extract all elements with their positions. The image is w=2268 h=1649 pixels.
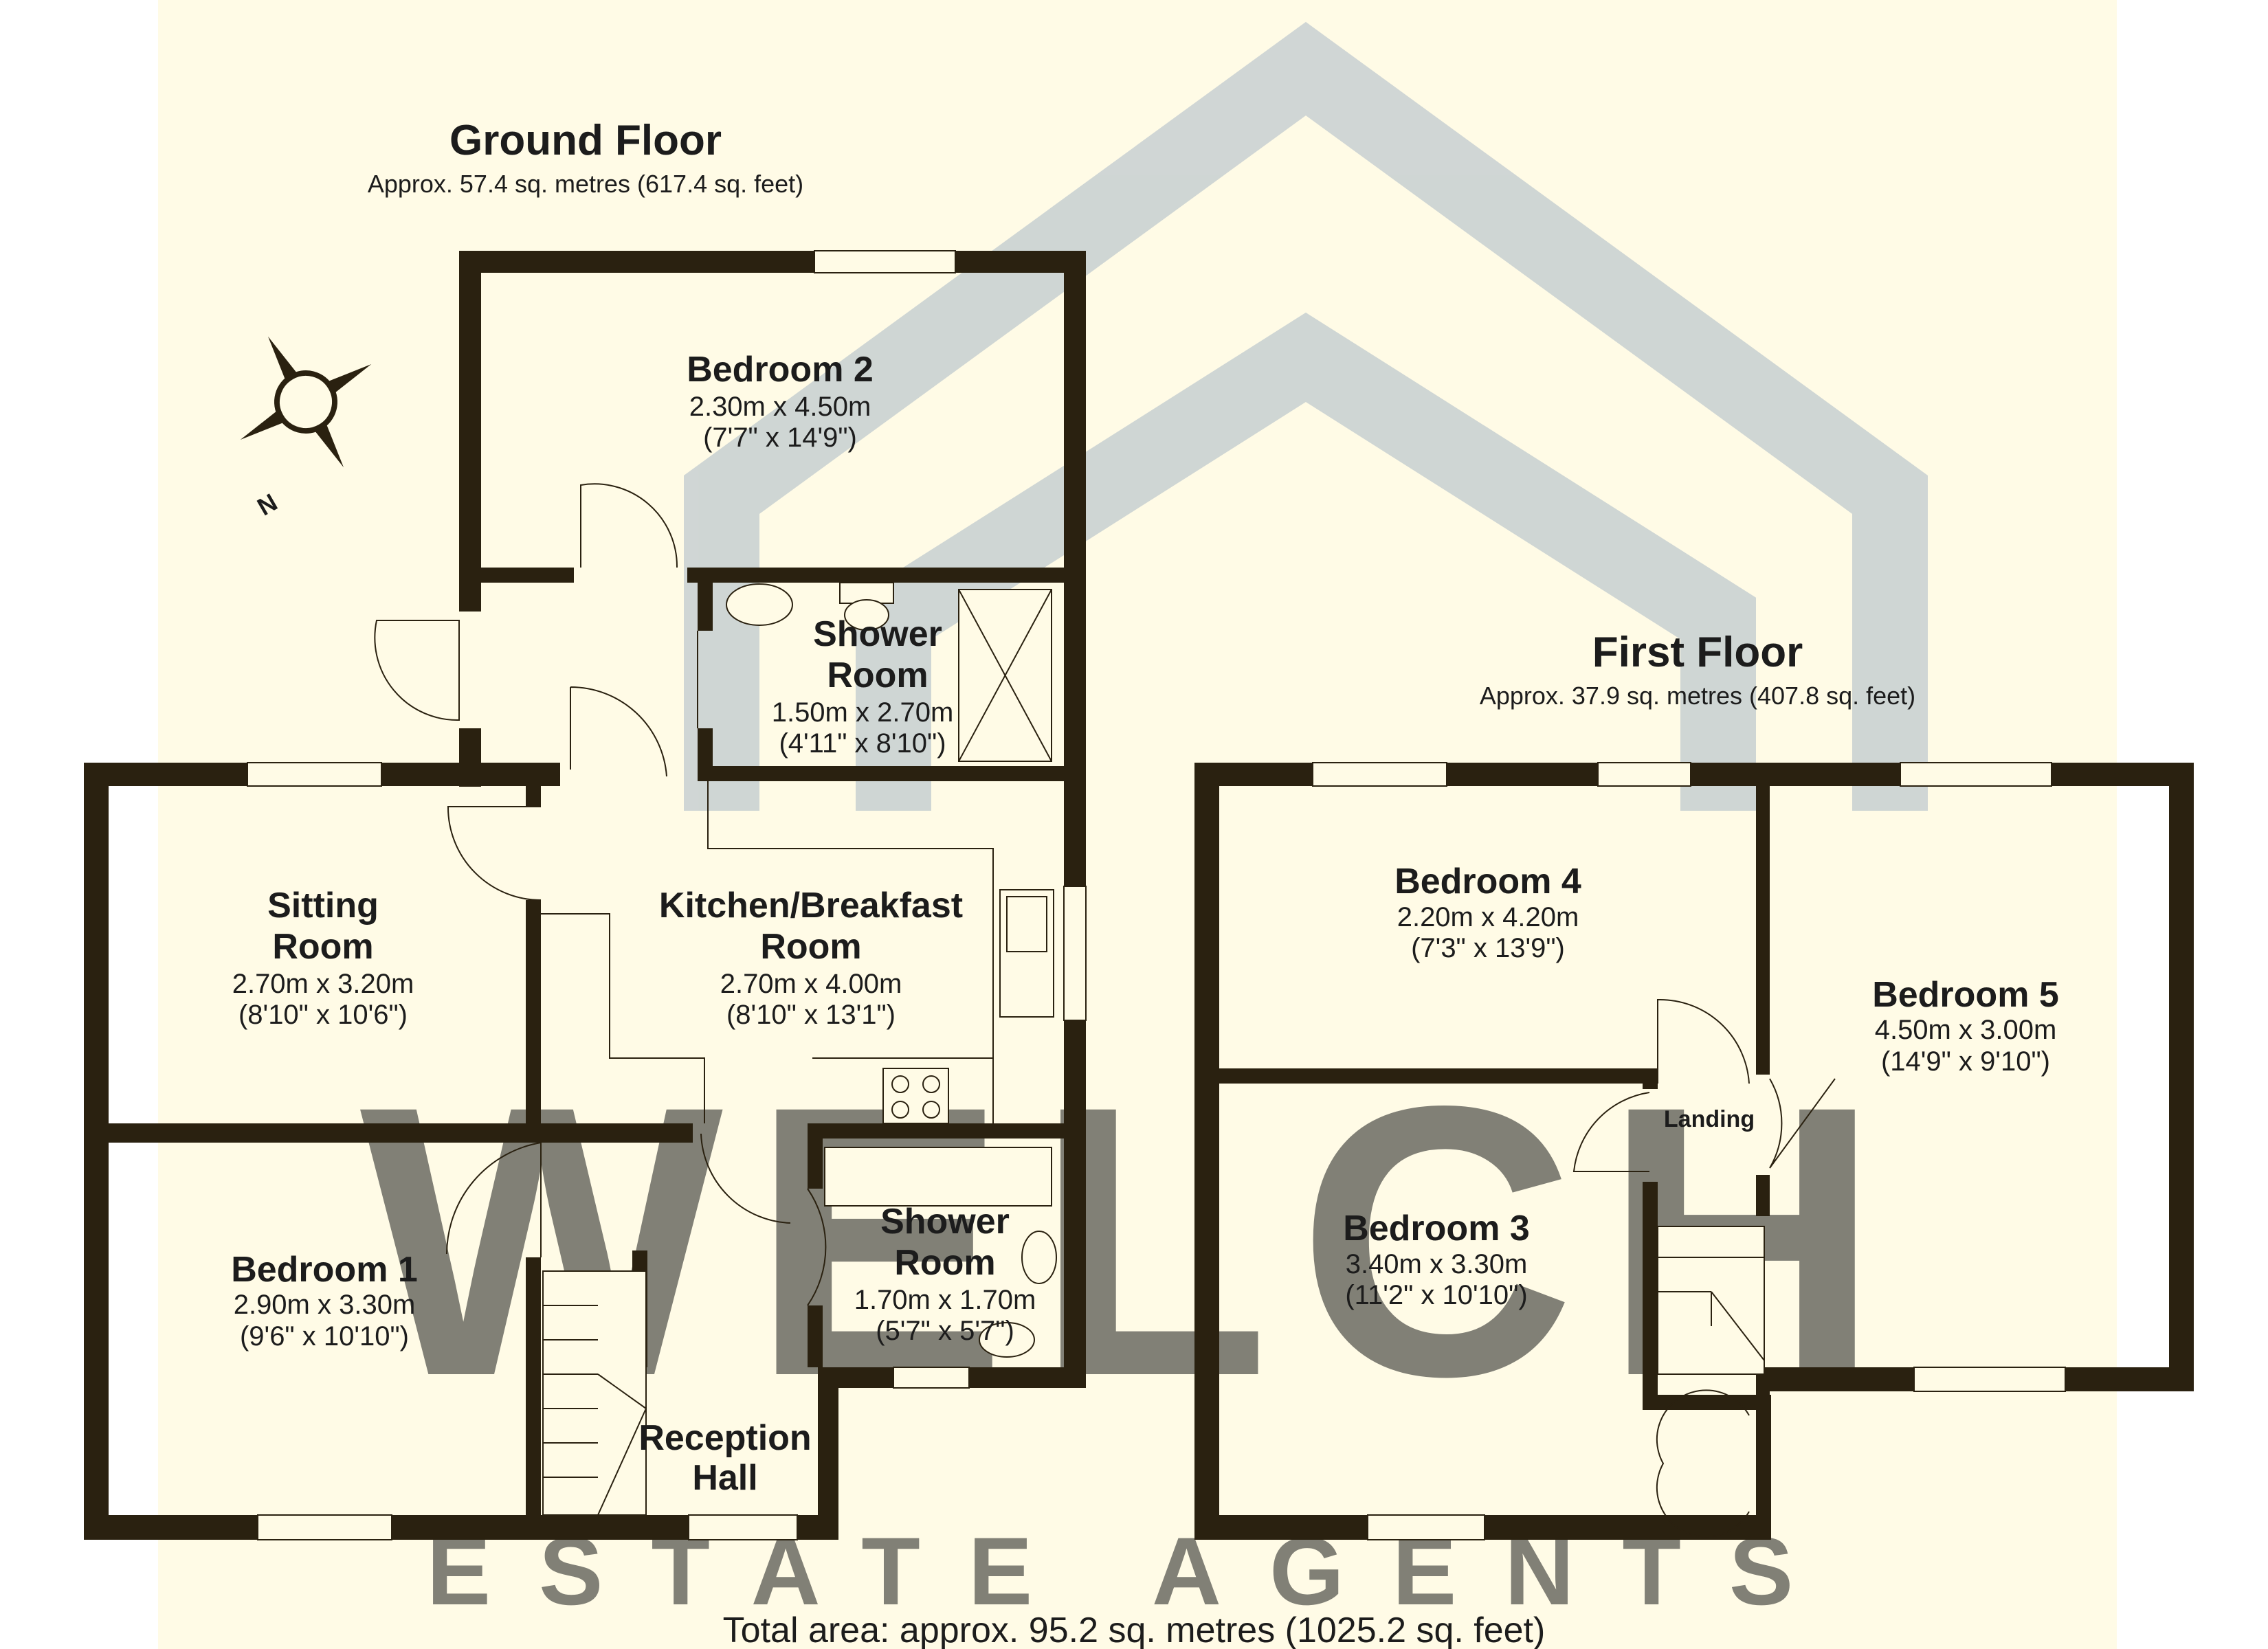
room-name-bedroom3: Bedroom 3 xyxy=(1343,1209,1530,1248)
room-name-shower2-line1: Shower xyxy=(880,1202,1010,1242)
window xyxy=(1063,886,1087,1021)
first-floor-title: First Floor xyxy=(1592,629,1803,676)
window xyxy=(688,1514,798,1540)
total-area: Total area: approx. 95.2 sq. metres (102… xyxy=(723,1611,1546,1649)
door xyxy=(447,806,542,901)
room-name-shower2-line2: Room xyxy=(894,1243,995,1283)
room-dim-ft-bedroom1: (9'6" x 10'10") xyxy=(240,1321,409,1351)
ground-floor-area: Approx. 57.4 sq. metres (617.4 sq. feet) xyxy=(368,170,803,198)
room-dim-ft-kitchen: (8'10" x 13'1") xyxy=(726,1000,896,1030)
first-floor: First Floor Approx. 37.9 sq. metres (407… xyxy=(1194,629,2194,1540)
window xyxy=(1312,762,1447,787)
room-dim-ft-shower1: (4'11" x 8'10") xyxy=(779,728,946,759)
window xyxy=(1913,1367,2066,1392)
room-name-shower1-line1: Shower xyxy=(813,614,942,654)
window xyxy=(1900,762,2052,787)
window xyxy=(814,250,956,273)
room-name-bedroom2: Bedroom 2 xyxy=(687,350,874,390)
room-dim-ft-sitting: (8'10" x 10'6") xyxy=(238,1000,408,1030)
door xyxy=(807,1188,827,1306)
door xyxy=(1657,998,1750,1084)
room-dim-shower1: 1.50m x 2.70m xyxy=(772,697,954,728)
hob-icon xyxy=(882,1068,949,1124)
room-dim-bedroom1: 2.90m x 3.30m xyxy=(234,1290,416,1320)
window xyxy=(1597,762,1691,787)
room-name-reception-line2: Hall xyxy=(692,1458,757,1498)
ground-floor-fixtures xyxy=(542,582,1057,1516)
door xyxy=(1572,1092,1650,1172)
room-dim-ft-bedroom2: (7'7" x 14'9") xyxy=(703,423,857,453)
toilet-icon xyxy=(979,1322,1035,1358)
basin-icon xyxy=(726,583,793,626)
room-name-shower1-line2: Room xyxy=(827,655,928,695)
room-dim-kitchen: 2.70m x 4.00m xyxy=(720,969,902,999)
first-floor-doors xyxy=(1572,998,1836,1538)
room-name-bedroom5: Bedroom 5 xyxy=(1872,975,2059,1015)
room-dim-ft-bedroom3: (11'2" x 10'10") xyxy=(1345,1280,1527,1310)
watermark-house-icon xyxy=(684,21,1928,811)
room-dim-bedroom5: 4.50m x 3.00m xyxy=(1875,1015,2057,1045)
room-dim-shower2: 1.70m x 1.70m xyxy=(854,1285,1036,1315)
door xyxy=(700,1133,791,1224)
room-name-bedroom1: Bedroom 1 xyxy=(231,1250,418,1290)
room-dim-bedroom2: 2.30m x 4.50m xyxy=(689,392,871,422)
room-dim-ft-bedroom4: (7'3" x 13'9") xyxy=(1411,933,1565,963)
room-dim-bedroom4: 2.20m x 4.20m xyxy=(1397,902,1579,932)
ground-floor-title: Ground Floor xyxy=(449,117,722,164)
door xyxy=(374,620,460,721)
ground-floor-windows xyxy=(247,250,1087,1540)
window xyxy=(247,762,382,787)
room-name-sitting-line1: Sitting xyxy=(267,886,379,926)
ground-floor-doors xyxy=(374,483,827,1306)
compass-icon xyxy=(240,336,372,468)
first-floor-windows xyxy=(1312,762,2066,1540)
ground-floor-walls xyxy=(84,251,1086,1540)
window xyxy=(1367,1514,1485,1540)
room-name-reception-line1: Reception xyxy=(638,1418,811,1458)
door xyxy=(1769,1078,1836,1169)
door xyxy=(1656,1389,1750,1538)
first-floor-area: Approx. 37.9 sq. metres (407.8 sq. feet) xyxy=(1480,682,1915,710)
room-name-kitchen-line2: Room xyxy=(760,927,861,967)
room-dim-ft-shower2: (5'7" x 5'7") xyxy=(876,1316,1014,1346)
window xyxy=(257,1514,392,1540)
room-dim-sitting: 2.70m x 3.20m xyxy=(232,969,414,999)
room-dim-bedroom3: 3.40m x 3.30m xyxy=(1346,1249,1528,1279)
room-name-landing: Landing xyxy=(1664,1106,1755,1132)
stairs-icon xyxy=(542,1270,647,1516)
door xyxy=(446,1142,542,1257)
door xyxy=(580,483,678,568)
basin-icon xyxy=(1021,1231,1057,1284)
window xyxy=(893,1367,970,1389)
shower-tray-icon xyxy=(824,1147,1052,1207)
room-name-kitchen-line1: Kitchen/Breakfast xyxy=(659,886,963,926)
room-name-sitting-line2: Room xyxy=(272,927,373,967)
room-dim-ft-bedroom5: (14'9" x 9'10") xyxy=(1881,1046,2050,1077)
room-name-bedroom4: Bedroom 4 xyxy=(1394,862,1581,901)
door xyxy=(570,686,667,777)
ground-floor-internal-lines xyxy=(541,781,994,1123)
stairs-icon xyxy=(1657,1226,1765,1375)
ground-floor: Ground Floor Approx. 57.4 sq. metres (61… xyxy=(84,117,1087,1540)
